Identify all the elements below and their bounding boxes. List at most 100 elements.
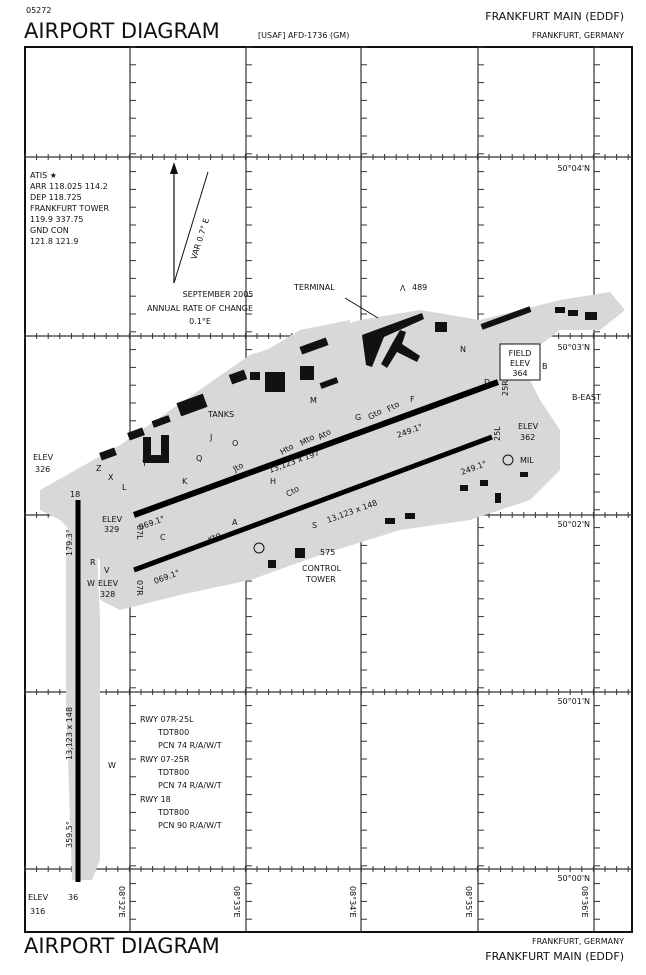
svg-text:L: L: [122, 483, 127, 492]
runway-data-table: RWY 07R-25L TDT800 PCN 74 R/A/W/T RWY 07…: [108, 715, 222, 830]
buildings: [99, 306, 597, 568]
svg-text:R: R: [90, 558, 96, 567]
svg-text:359.5°: 359.5°: [65, 821, 74, 848]
footer-location: FRANKFURT, GERMANY: [532, 937, 624, 946]
svg-text:RWY 07R-25L: RWY 07R-25L: [140, 715, 194, 724]
svg-text:ANNUAL RATE OF CHANGE: ANNUAL RATE OF CHANGE: [147, 304, 253, 313]
svg-text:ELEV: ELEV: [510, 359, 531, 368]
svg-text:RWY 07-25R: RWY 07-25R: [140, 755, 190, 764]
svg-text:362: 362: [520, 433, 535, 442]
svg-text:GND CON: GND CON: [30, 226, 69, 235]
svg-text:489: 489: [412, 283, 427, 292]
svg-text:RWY 18: RWY 18: [140, 795, 171, 804]
svg-text:50°01'N: 50°01'N: [557, 697, 590, 706]
svg-text:F: F: [410, 395, 415, 404]
svg-text:ELEV: ELEV: [102, 515, 123, 524]
svg-text:ELEV: ELEV: [518, 422, 539, 431]
svg-text:CONTROL: CONTROL: [302, 564, 342, 573]
svg-text:50°02'N: 50°02'N: [557, 520, 590, 529]
svg-text:50°00'N: 50°00'N: [557, 874, 590, 883]
comms-frequencies: ATIS ★ ARR 118.025 114.2 DEP 118.725 FRA…: [30, 171, 110, 246]
svg-text:Z: Z: [96, 464, 102, 473]
svg-text:08°34'E: 08°34'E: [348, 886, 357, 918]
runways: [75, 379, 500, 882]
svg-text:X: X: [108, 473, 114, 482]
svg-text:O: O: [232, 439, 238, 448]
svg-text:08°32'E: 08°32'E: [117, 886, 126, 918]
svg-text:N: N: [460, 345, 466, 354]
svg-text:18: 18: [70, 490, 80, 499]
svg-text:07R: 07R: [135, 580, 144, 596]
svg-text:25L: 25L: [493, 426, 502, 441]
svg-text:C: C: [160, 533, 166, 542]
helipad-icon: [502, 454, 514, 466]
svg-text:326: 326: [35, 465, 50, 474]
svg-text:119.9 337.75: 119.9 337.75: [30, 215, 83, 224]
svg-text:V: V: [104, 566, 110, 575]
svg-text:T: T: [141, 459, 147, 468]
svg-text:TOWER: TOWER: [305, 575, 336, 584]
obstacle-icon: Λ: [400, 284, 406, 293]
runway-07l-25r: [132, 379, 500, 518]
agency-label: [USAF] AFD-1736 (GM): [258, 31, 349, 40]
svg-text:Q: Q: [196, 454, 202, 463]
footer-title: AIRPORT DIAGRAM: [24, 934, 220, 958]
svg-text:H: H: [270, 477, 276, 486]
runway-07r-25l: [133, 434, 493, 573]
svg-text:M: M: [310, 396, 317, 405]
svg-text:PCN 74 R/A/W/T: PCN 74 R/A/W/T: [158, 741, 222, 750]
svg-text:A: A: [232, 518, 238, 527]
svg-text:13,123 x 148: 13,123 x 148: [65, 707, 74, 760]
svg-text:ELEV: ELEV: [33, 453, 54, 462]
svg-text:36: 36: [68, 893, 78, 902]
footer-airport: FRANKFURT MAIN (EDDF): [485, 950, 624, 963]
svg-text:TDT800: TDT800: [157, 728, 189, 737]
svg-text:J: J: [209, 433, 212, 442]
svg-text:SEPTEMBER 2005: SEPTEMBER 2005: [183, 290, 254, 299]
svg-text:TANKS: TANKS: [207, 410, 234, 419]
svg-text:G: G: [355, 413, 361, 422]
svg-text:329: 329: [104, 525, 119, 534]
svg-text:25R: 25R: [501, 380, 510, 396]
svg-text:ATIS ★: ATIS ★: [30, 171, 57, 180]
svg-text:TDT800: TDT800: [157, 808, 189, 817]
taxiway-labels: A B C D F G H J K L M N O Q R S T V W X …: [87, 345, 548, 588]
true-north-arrow-icon: [170, 162, 178, 174]
svg-text:0.1°E: 0.1°E: [189, 317, 211, 326]
airport-name: FRANKFURT MAIN (EDDF): [485, 10, 624, 23]
svg-text:PCN 74 R/A/W/T: PCN 74 R/A/W/T: [158, 781, 222, 790]
svg-text:ARR 118.025 114.2: ARR 118.025 114.2: [30, 182, 108, 191]
svg-text:575: 575: [320, 548, 335, 557]
svg-text:PCN 90 R/A/W/T: PCN 90 R/A/W/T: [158, 821, 222, 830]
svg-text:DEP 118.725: DEP 118.725: [30, 193, 82, 202]
svg-text:TERMINAL: TERMINAL: [293, 283, 335, 292]
svg-text:08°33'E: 08°33'E: [232, 886, 241, 918]
svg-text:316: 316: [30, 907, 45, 916]
svg-text:07L: 07L: [135, 525, 144, 540]
magnetic-variation: VAR 0.7° E SEPTEMBER 2005 ANNUAL RATE OF…: [147, 162, 253, 326]
svg-text:08°35'E: 08°35'E: [464, 886, 473, 918]
svg-text:TDT800: TDT800: [157, 768, 189, 777]
coordinate-labels: 50°04'N 50°03'N 50°02'N 50°01'N 50°00'N …: [117, 164, 590, 918]
svg-text:K: K: [182, 477, 188, 486]
svg-text:08°36'E: 08°36'E: [580, 886, 589, 918]
svg-text:W: W: [87, 579, 95, 588]
svg-text:MIL: MIL: [520, 456, 534, 465]
chart-code: 05272: [26, 6, 51, 15]
page-title: AIRPORT DIAGRAM: [24, 19, 220, 43]
svg-text:328: 328: [100, 590, 115, 599]
svg-text:S: S: [312, 521, 317, 530]
svg-text:364: 364: [512, 369, 527, 378]
svg-text:ELEV: ELEV: [28, 893, 49, 902]
svg-text:179.3°: 179.3°: [65, 529, 74, 556]
svg-text:FIELD: FIELD: [509, 349, 532, 358]
airport-location: FRANKFURT, GERMANY: [532, 31, 624, 40]
helipad-icon: [253, 542, 265, 554]
svg-text:FRANKFURT TOWER: FRANKFURT TOWER: [30, 204, 110, 213]
svg-text:D: D: [484, 378, 490, 387]
svg-text:B-EAST: B-EAST: [572, 393, 601, 402]
svg-text:ELEV: ELEV: [98, 579, 119, 588]
svg-text:B: B: [542, 362, 548, 371]
svg-text:W: W: [108, 761, 116, 770]
